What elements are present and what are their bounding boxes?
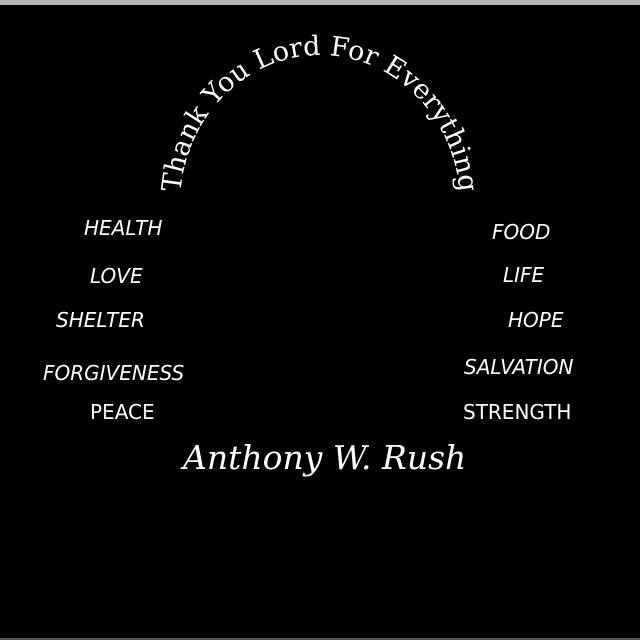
arc-title-text: Thank You Lord For Everything [156,31,483,194]
word-strength: STRENGTH [463,400,572,424]
word-forgiveness: FORGIVENESS [43,361,185,385]
word-shelter: SHELTER [56,308,145,332]
bottom-border [0,638,640,640]
author-name: Anthony W. Rush [183,438,467,477]
word-health: HEALTH [84,216,163,240]
word-love: LOVE [90,264,143,288]
word-peace: PEACE [90,400,155,424]
word-life: LIFE [503,263,545,287]
word-hope: HOPE [508,308,564,332]
word-food: FOOD [492,220,551,244]
top-border [0,0,640,5]
word-salvation: SALVATION [464,355,574,379]
